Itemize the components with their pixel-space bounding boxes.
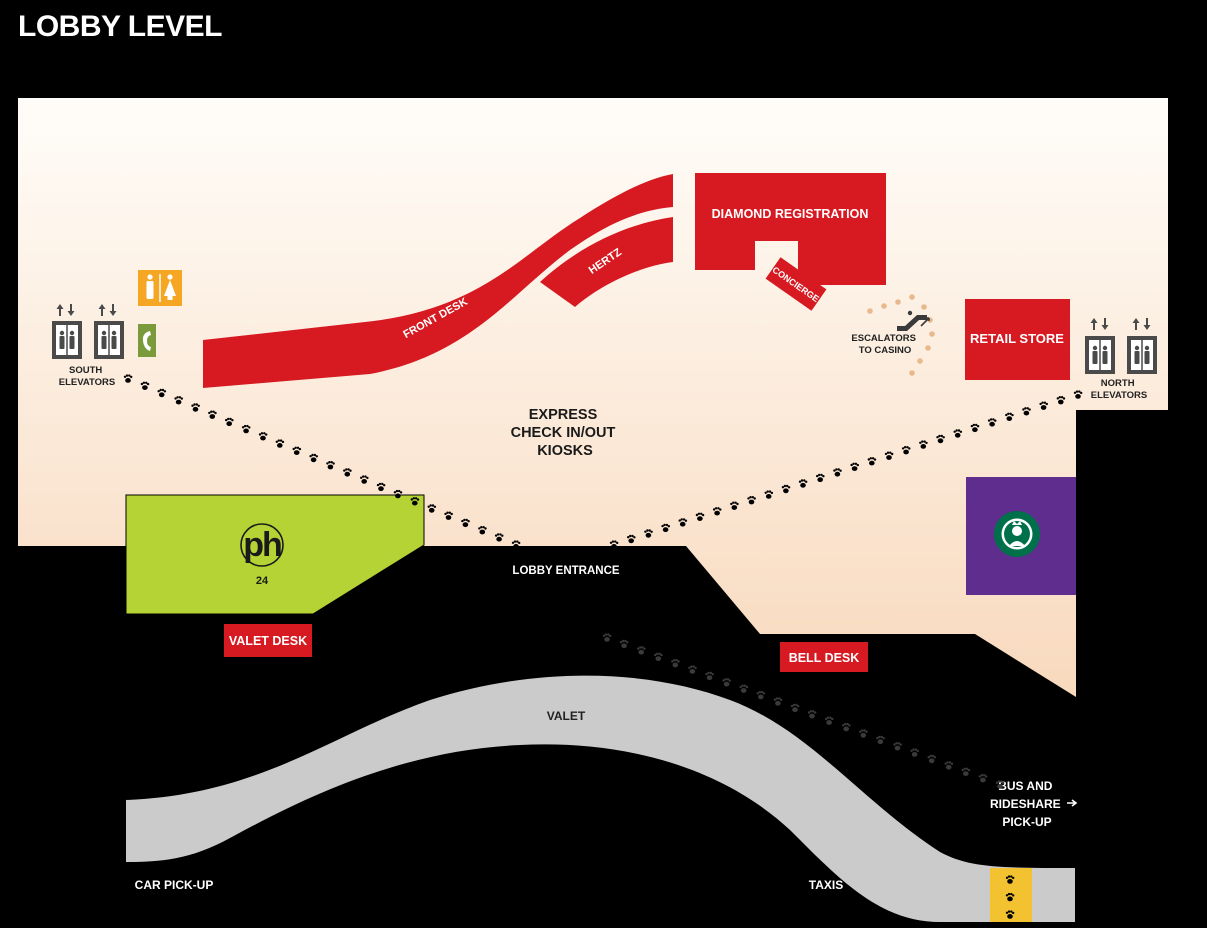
south-elevators-label: SOUTH ELEVATORS <box>59 365 115 388</box>
pawprint-icon <box>654 652 663 661</box>
pawprint-icon <box>1005 857 1015 867</box>
express-kiosks-label: EXPRESS CHECK IN/OUT KIOSKS <box>511 407 620 459</box>
valet-label: VALET <box>547 709 586 723</box>
valet-desk-label: VALET DESK <box>229 634 307 648</box>
pawprint-icon <box>756 690 766 700</box>
ph-logo-text: ph <box>243 526 281 564</box>
pawprint-icon <box>637 646 646 655</box>
ph-24-area <box>125 494 425 615</box>
car-pickup-label: CAR PICK-UP <box>135 878 214 892</box>
pawprint-icon <box>978 774 988 783</box>
pawprint-icon <box>842 722 851 732</box>
pawprint-icon <box>961 767 971 776</box>
retail-store-label: RETAIL STORE <box>970 331 1064 346</box>
pawprint-icon <box>773 697 783 706</box>
starbucks-logo-icon <box>994 511 1040 557</box>
hertz-counter[interactable] <box>540 217 673 307</box>
pawprint-icon <box>1005 840 1015 849</box>
pawprint-icon <box>790 703 800 713</box>
restroom-icon[interactable] <box>138 270 182 306</box>
pawprint-icon <box>927 754 937 764</box>
pawprint-icon <box>944 761 954 770</box>
taxis-label: TAXIS <box>809 878 843 892</box>
pawprint-icon <box>824 716 834 725</box>
ph-sub-text: 24 <box>256 575 269 587</box>
pawprint-icon <box>739 684 749 693</box>
pawprint-icon <box>619 639 629 649</box>
bell-desk[interactable] <box>780 642 868 672</box>
phone-icon[interactable] <box>138 324 156 357</box>
north-elevators-label: NORTH ELEVATORS <box>1091 378 1147 401</box>
front-desk-counter[interactable] <box>203 174 673 388</box>
escalator-icon <box>897 310 930 331</box>
ph-24-logo[interactable]: ph 24 <box>240 523 284 587</box>
pawprint-icon <box>910 748 919 757</box>
pawprint-icon <box>705 671 714 681</box>
bus-arrow-icon <box>1067 799 1078 807</box>
pawprint-icon <box>859 729 868 738</box>
bell-desk-label: BELL DESK <box>789 651 860 665</box>
lobby-entrance-label: LOBBY ENTRANCE <box>512 565 619 577</box>
pawprint-icon <box>688 665 697 674</box>
pawprint-icon <box>807 710 817 719</box>
page-title: LOBBY LEVEL <box>18 10 222 43</box>
valet-road <box>126 675 1075 922</box>
diamond-registration-desk[interactable] <box>695 173 886 285</box>
escalators-label: ESCALATORS TO CASINO <box>851 333 918 356</box>
pawprint-icon <box>876 735 885 745</box>
escalator-dots <box>867 294 935 376</box>
retail-store[interactable] <box>965 299 1070 380</box>
pawprint-icon <box>671 659 680 668</box>
valet-desk[interactable] <box>224 624 312 657</box>
pawprint-icon <box>602 633 612 642</box>
bus-rideshare-label: BUS AND RIDESHARE PICK-UP <box>990 779 1064 829</box>
diamond-registration-label: DIAMOND REGISTRATION <box>712 207 869 221</box>
pawprint-icon <box>722 678 731 687</box>
pawprint-icon <box>893 742 902 751</box>
